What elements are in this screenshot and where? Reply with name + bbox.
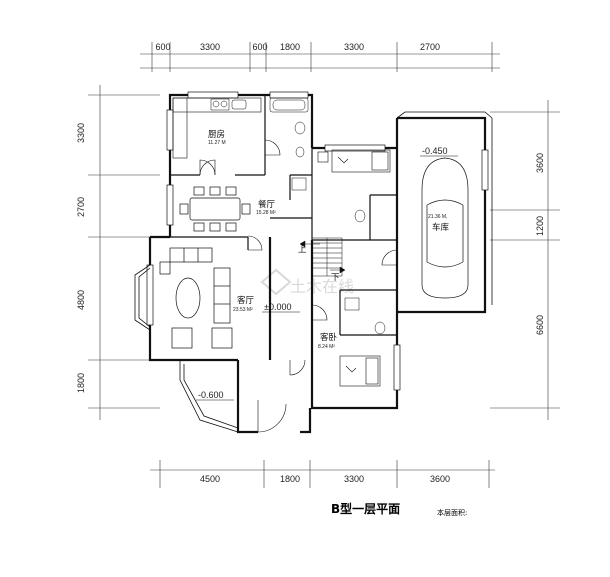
- dining-area: 15.28 M²: [256, 210, 276, 216]
- stove-icon: [210, 98, 230, 111]
- bed-master: [317, 149, 391, 173]
- dim-top-1: 600: [155, 42, 170, 52]
- dim-left-2: 2700: [76, 197, 86, 217]
- watermark: 土木在线: [260, 268, 354, 296]
- living-label: 客厅: [237, 295, 255, 306]
- level-garage-text: -0.450: [422, 146, 448, 156]
- dim-top-3: 600: [252, 42, 267, 52]
- terrace: [179, 360, 239, 433]
- floor-area-label: 本层面积:: [437, 508, 467, 517]
- level-marker-main: ±0.000: [262, 302, 300, 313]
- dim-bottom-4: 3600: [430, 474, 450, 484]
- guest-label: 客卧: [320, 332, 338, 343]
- dim-top-4: 1800: [280, 42, 300, 52]
- living-area: 23.53 M²: [233, 307, 253, 313]
- dim-bottom-3: 3300: [344, 474, 364, 484]
- level-terrace-text: -0.600: [198, 390, 224, 400]
- stair-up-label: 上: [298, 245, 307, 255]
- interior-walls: [170, 95, 397, 336]
- dim-left-4: 1800: [76, 373, 86, 393]
- level-main-text: ±0.000: [264, 302, 291, 312]
- dim-left-3: 4800: [76, 290, 86, 310]
- sofa-set: [159, 247, 233, 349]
- washbasin-icon: [291, 177, 360, 311]
- level-marker-garage: -0.450: [420, 146, 458, 157]
- dining-table: [179, 186, 251, 232]
- dim-bottom-1: 4500: [200, 474, 220, 484]
- drawing-title: B型一层平面: [331, 501, 400, 516]
- dim-top-2: 3300: [200, 42, 220, 52]
- dim-top-5: 3300: [344, 42, 364, 52]
- guest-area: 8.24 M²: [318, 344, 335, 350]
- stair-down-label: 下: [331, 273, 340, 283]
- watermark-text: 土木在线: [290, 277, 354, 296]
- kitchen-area: 11.27 M: [208, 140, 226, 146]
- dim-top-6: 2700: [420, 42, 440, 52]
- level-marker-terrace: -0.600: [196, 390, 234, 401]
- dim-right-1: 3600: [535, 153, 545, 173]
- windows: [146, 91, 489, 391]
- watermark-logo-icon: [260, 268, 292, 296]
- garage-label: 车库: [432, 222, 450, 233]
- garage-canopy: [396, 111, 493, 305]
- garage-area: 21.36 M,: [428, 214, 447, 220]
- staircase: [299, 237, 346, 277]
- bed-guest: [339, 355, 381, 387]
- dim-right-2: 1200: [535, 216, 545, 236]
- toilet-icon: [294, 121, 386, 335]
- dim-left-1: 3300: [76, 123, 86, 143]
- sink-icon: [231, 99, 247, 110]
- doors: [199, 139, 398, 433]
- kitchen-label: 厨房: [208, 129, 225, 140]
- kitchen-counter: [172, 97, 262, 159]
- dimension-lines: [88, 42, 560, 488]
- dim-right-3: 6600: [535, 315, 545, 335]
- dim-bottom-2: 1800: [280, 474, 300, 484]
- bay-window: [134, 264, 151, 331]
- dining-label: 餐厅: [258, 200, 276, 210]
- car-icon: [421, 157, 469, 299]
- bathtub-icon: [269, 97, 309, 113]
